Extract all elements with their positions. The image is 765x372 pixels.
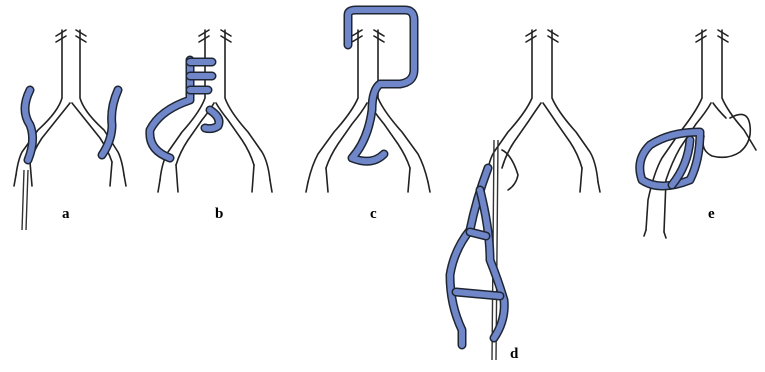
bypass-graft [640, 132, 700, 186]
panel-b: b [150, 30, 272, 222]
panel-label-b: b [215, 206, 223, 222]
panel-d: d [450, 30, 600, 362]
catheter [22, 170, 28, 230]
panel-c: c [306, 10, 430, 222]
bypass-graft [150, 60, 219, 158]
panel-label-c: c [370, 206, 377, 222]
aorta-iliac-vessel [486, 30, 600, 192]
bypass-graft [25, 90, 118, 160]
panel-label-d: d [510, 346, 519, 362]
panel-label-a: a [62, 206, 70, 222]
panel-a: a [14, 30, 126, 230]
panel-e: e [640, 30, 756, 238]
panel-label-e: e [708, 206, 715, 222]
